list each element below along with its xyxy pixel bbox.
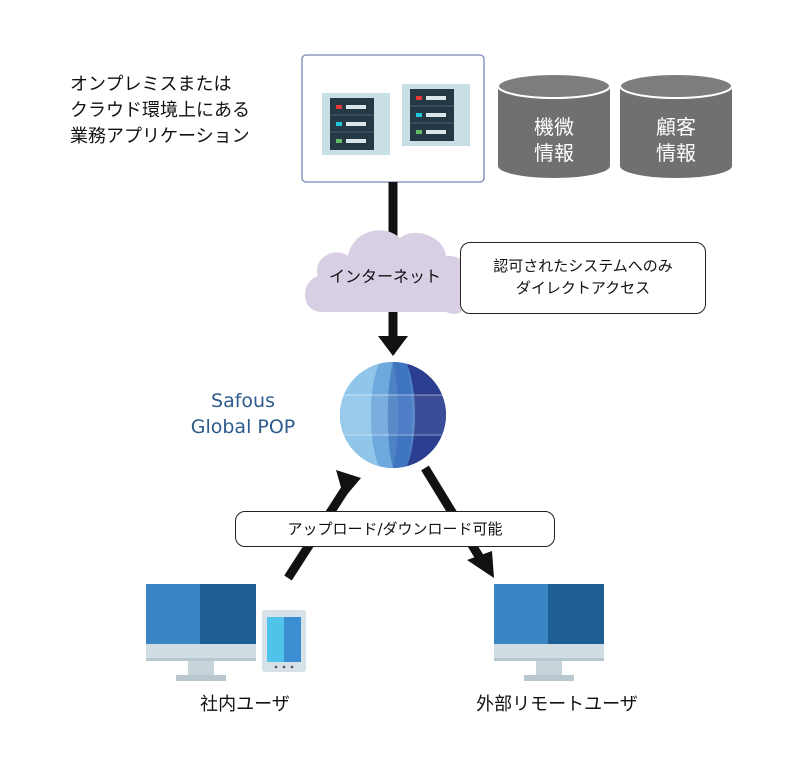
database-label-line: 情報 — [656, 141, 696, 165]
pop-label-line: Safous — [211, 390, 275, 412]
access-callout-line: 認可されたシステムへのみ — [493, 257, 673, 275]
cloud-icon — [304, 230, 471, 315]
database-label-line: 顧客 — [656, 115, 696, 139]
database-label-customer: 顧客 情報 — [626, 114, 726, 166]
external-download-arrowhead — [467, 551, 494, 578]
desktop-icon — [146, 584, 256, 681]
transfer-callout: アップロード/ダウンロード可能 — [235, 511, 555, 547]
access-callout-line: ダイレクトアクセス — [515, 279, 651, 297]
external-user-label: 外部リモートユーザ — [476, 694, 638, 715]
internal-upload-arrowhead — [336, 470, 361, 498]
desktop-icon — [494, 584, 604, 681]
database-label-line: 情報 — [534, 141, 574, 165]
application-label-line: 業務アプリケーション — [70, 126, 250, 147]
server-icon — [322, 93, 390, 155]
pop-label-line: Global POP — [190, 416, 296, 438]
database-label-line: 機微 — [534, 115, 574, 139]
internal-user-label: 社内ユーザ — [200, 694, 290, 715]
database-icon — [497, 73, 611, 178]
tablet-icon — [262, 610, 306, 672]
database-icon — [619, 73, 733, 178]
access-callout: 認可されたシステムへのみ ダイレクトアクセス — [460, 242, 706, 314]
internet-to-pop-arrowhead — [378, 336, 408, 356]
application-label: オンプレミスまたは クラウド環境上にある 業務アプリケーション — [70, 72, 250, 150]
application-label-line: クラウド環境上にある — [70, 100, 250, 121]
database-label-sensitive: 機微 情報 — [504, 114, 604, 166]
server-icon — [402, 84, 470, 146]
application-label-line: オンプレミスまたは — [70, 74, 232, 95]
internet-label: インターネット — [328, 267, 441, 286]
pop-label: Safous Global POP — [188, 388, 298, 440]
globe-icon — [340, 362, 446, 468]
